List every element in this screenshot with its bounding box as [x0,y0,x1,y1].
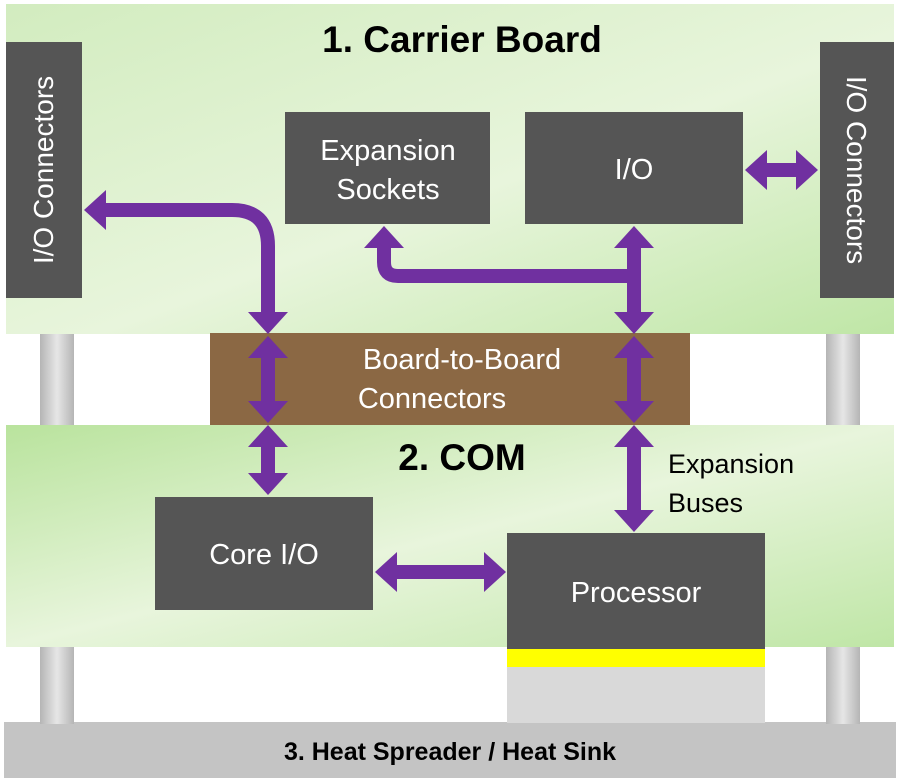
processor-label: Processor [571,577,702,609]
expansion-sockets-line1: Expansion [320,135,455,167]
expansion-sockets-block [285,112,490,224]
arrowhead-core-io-left [375,552,397,592]
board-to-board-connectors [210,333,690,425]
core-io-label: Core I/O [209,539,319,571]
expansion-buses-line2: Buses [668,488,743,518]
arrowhead-b2b-left-down [248,401,288,423]
arrowhead-b2b-right-down [614,401,654,423]
arrowhead-b2b-right-top-down [614,312,654,334]
heat-sink-title: 3. Heat Spreader / Heat Sink [284,738,616,766]
heat-sink-plate [4,722,896,778]
core-io-block [155,497,373,610]
b2b-label-line1: Board-to-Board [363,344,561,376]
carrier-board-title: 1. Carrier Board [322,19,602,60]
heat-spreader-contact [507,665,765,723]
expansion-buses-line1: Expansion [668,449,794,479]
arrowhead-bus-down [614,510,654,532]
io-connectors-right [820,42,894,298]
path-left-io-to-b2b [100,203,275,318]
arrowhead-b2b-right-up [614,336,654,358]
io-block [525,112,743,224]
arrowhead-b2b-left-top-down [248,312,288,334]
arrowhead-core-io-up [248,425,288,447]
io-block-label: I/O [615,154,654,186]
b2b-label-line2: Connectors [358,383,506,415]
expansion-sockets-line2: Sockets [336,174,439,206]
io-connectors-right-label: I/O Connectors [841,76,872,264]
arrowhead-io-left [745,150,767,190]
arrowhead-left-io [84,190,106,230]
arrowhead-b2b-left-up [248,336,288,358]
arrowhead-processor-right [484,552,506,592]
arrowhead-bus-up [614,425,654,447]
path-sockets-to-bus [377,244,634,283]
io-connectors-left-label: I/O Connectors [28,76,59,264]
arrowhead-right-connectors [796,150,818,190]
com-title: 2. COM [398,437,525,478]
arrowhead-io-up [614,226,654,248]
arrowhead-sockets-up [364,226,404,248]
thermal-pad [507,648,765,667]
io-connectors-left [6,42,82,298]
arrowhead-core-io-down [248,473,288,495]
processor-block [507,533,765,649]
